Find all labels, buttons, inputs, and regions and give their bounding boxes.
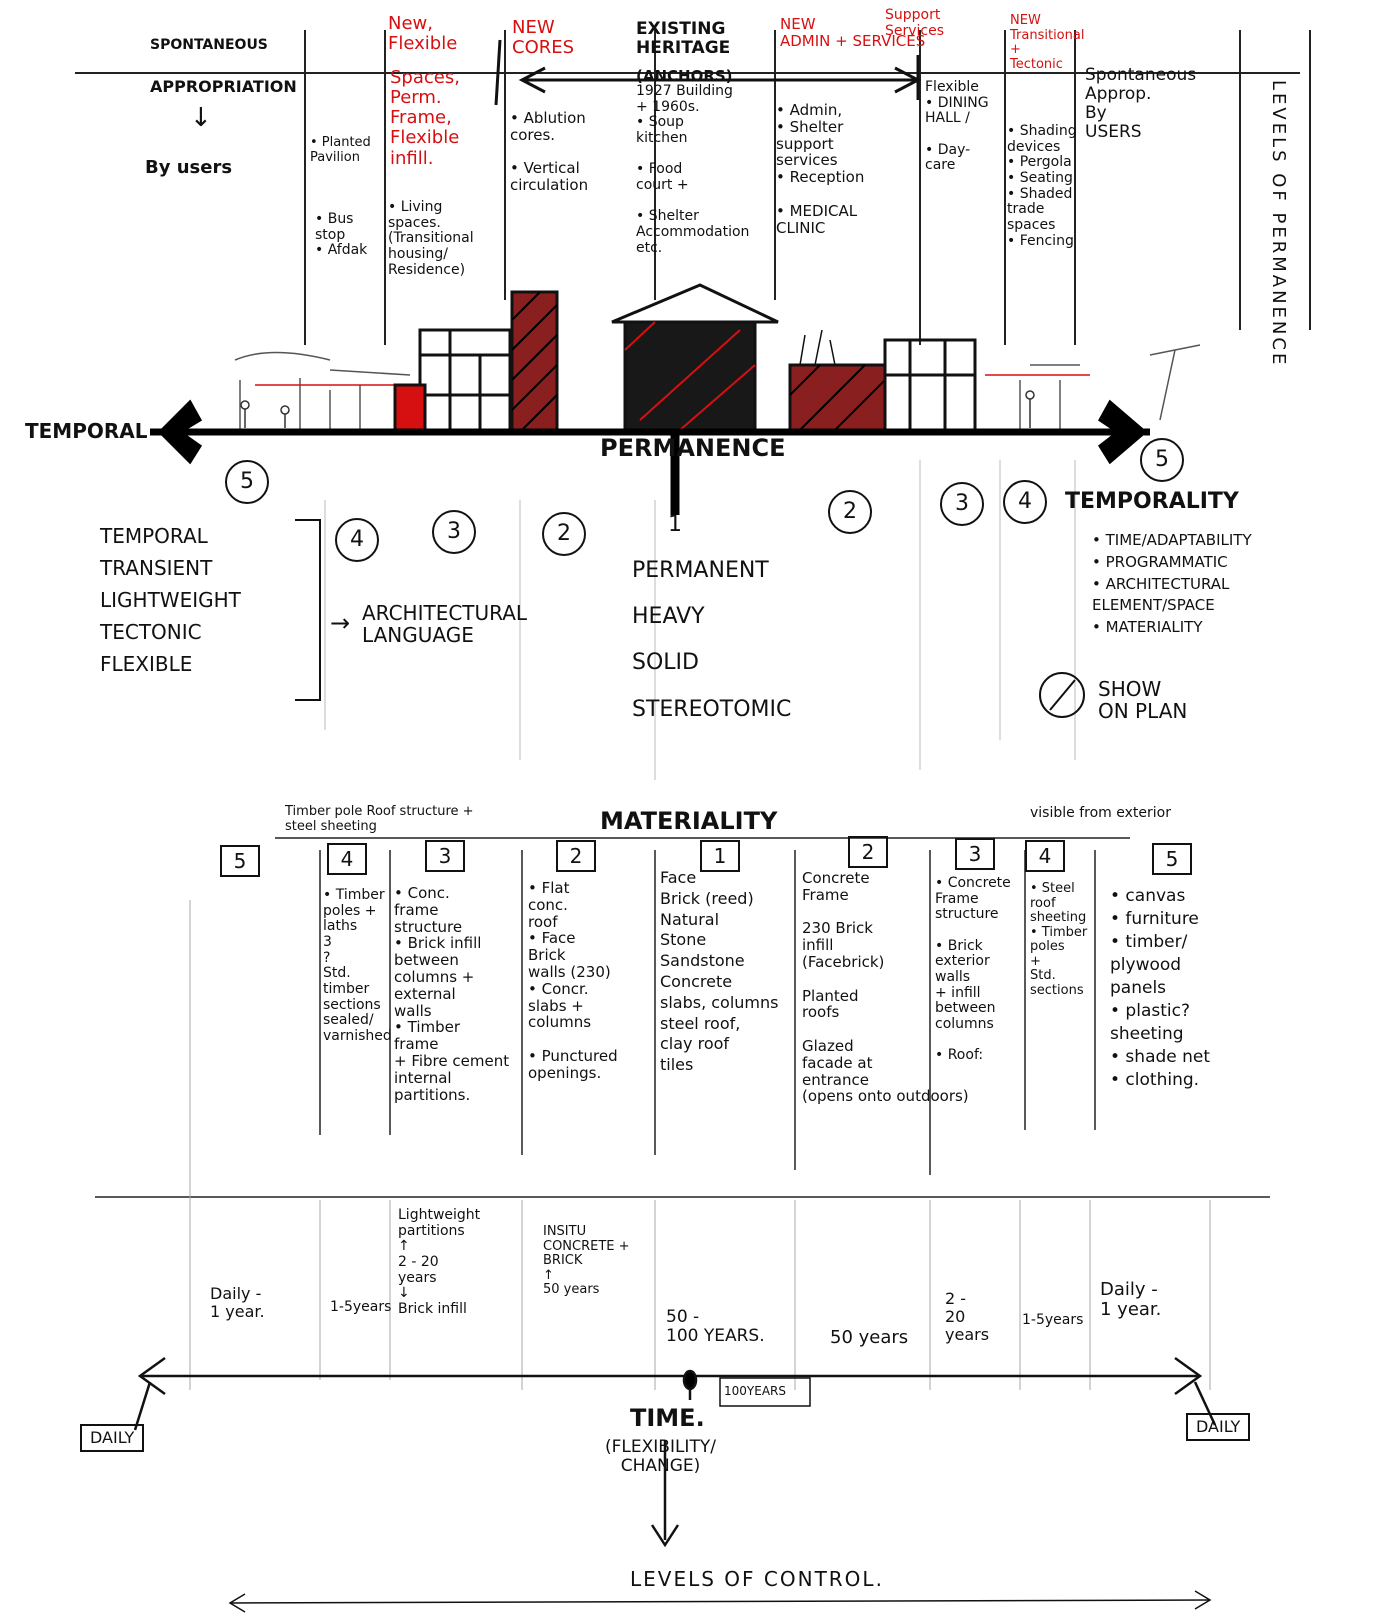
header-new-admin: NEW ADMIN + SERVICES	[780, 15, 926, 50]
by-users-label: By users	[145, 157, 233, 178]
program-living-spaces: • Living spaces. (Transitional housing/ …	[388, 199, 474, 278]
axis-permanence: PERMANENCE	[600, 434, 786, 462]
top-grid	[75, 30, 1311, 345]
appropriation-label: APPROPRIATION	[150, 77, 297, 96]
header-new-cores: NEW CORES	[512, 17, 575, 59]
duration-level-3-right: 2 - 20 years	[945, 1289, 990, 1344]
show-on-plan: SHOW ON PLAN	[1098, 677, 1188, 724]
appropriation-arrow: ↓	[190, 103, 212, 133]
permanence-axis	[150, 399, 1150, 515]
materiality-level-box: 5	[1152, 843, 1192, 875]
duration-level-2-right: 50 years	[830, 1327, 909, 1348]
time-title: TIME.	[630, 1404, 705, 1432]
materiality-col-4-right: • Steel roof sheeting • Timber poles + S…	[1030, 881, 1088, 998]
right-list: • TIME/ADAPTABILITY • PROGRAMMATIC • ARC…	[1092, 531, 1252, 636]
header-support-services: Support Services	[885, 7, 945, 39]
duration-100-years: 100YEARS	[724, 1384, 786, 1398]
header-existing-heritage: EXISTING HERITAGE	[636, 19, 731, 59]
materiality-level-box: 4	[327, 843, 367, 875]
axis-temporal: TEMPORAL	[25, 419, 148, 443]
architectural-language: ARCHITECTURAL LANGUAGE	[362, 601, 528, 648]
lower-grid	[324, 460, 1076, 780]
anchors-label: (ANCHORS)	[636, 67, 733, 85]
duration-level-4: 1-5years	[330, 1299, 392, 1315]
level-circle: 1	[668, 512, 682, 537]
left-list-arrow: →	[330, 609, 351, 637]
materiality-col-2-right: Concrete Frame 230 Brick infill (Facebri…	[802, 869, 969, 1106]
level-circle: 5	[225, 460, 269, 504]
buildings	[234, 283, 1201, 434]
time-daily-right: DAILY	[1186, 1413, 1251, 1441]
duration-level-2: INSITU CONCRETE + BRICK ↑ 50 years	[543, 1224, 630, 1298]
header-new-flexible: New, Flexible	[388, 13, 458, 55]
materiality-level-box: 2	[556, 840, 596, 872]
program-bus-stop: • Bus stop • Afdak	[315, 211, 368, 259]
program-dining-hall: Flexible • DINING HALL / • Day- care	[925, 79, 989, 174]
level-circle: 5	[1140, 438, 1184, 482]
materiality-col-4: • Timber poles + laths 3 ? Std. timber s…	[323, 887, 392, 1045]
level-circle: 3	[432, 510, 476, 554]
duration-level-4-right: 1-5years	[1022, 1312, 1084, 1328]
program-admin: • Admin, • Shelter support services • Re…	[776, 101, 865, 237]
materiality-col-3: • Conc. frame structure • Brick infill b…	[394, 884, 510, 1104]
materiality-col-1: Face Brick (reed) Natural Stone Sandston…	[660, 868, 779, 1075]
time-subtitle: (FLEXIBILITY/ CHANGE)	[605, 1437, 716, 1477]
materiality-level-box: 3	[425, 840, 465, 872]
materiality-level-box: 1	[700, 840, 740, 872]
header-spontaneous: SPONTANEOUS	[150, 37, 268, 53]
program-ablution-cores: • Ablution cores. • Vertical circulation	[510, 109, 589, 195]
duration-level-3: Lightweight partitions ↑ 2 - 20 years ↓ …	[398, 1207, 481, 1318]
level-circle: 2	[542, 512, 586, 556]
program-shading: • Shading devices • Pergola • Seating • …	[1007, 123, 1077, 249]
left-list: TEMPORAL TRANSIENT LIGHTWEIGHT TECTONIC …	[100, 524, 241, 676]
program-spontaneous: Spontaneous Approp. By USERS	[1085, 65, 1197, 143]
materiality-title: MATERIALITY	[600, 807, 778, 835]
header-arrow	[494, 39, 922, 106]
materiality-col-2: • Flat conc. roof • Face Brick walls (23…	[528, 879, 618, 1082]
duration-level-5-right: Daily - 1 year.	[1100, 1279, 1162, 1321]
materiality-level-box: 4	[1025, 840, 1065, 872]
levels-of-permanence-label: LEVELS OF PERMANENCE	[1268, 80, 1290, 368]
materiality-note-right: visible from exterior	[1030, 805, 1171, 821]
time-daily-left: DAILY	[80, 1424, 145, 1452]
materiality-level-box: 3	[955, 838, 995, 870]
materiality-level-box: 5	[220, 845, 260, 877]
level-circle: 2	[828, 490, 872, 534]
spaces-perm-frame: Spaces, Perm. Frame, Flexible infill.	[390, 67, 460, 169]
center-list: PERMANENT HEAVY SOLID STEREOTOMIC	[632, 558, 792, 722]
materiality-col-5-right: • canvas • furniture • timber/ plywood p…	[1110, 886, 1211, 1090]
level-circle: 4	[335, 518, 379, 562]
time-axis	[133, 1356, 1217, 1613]
program-heritage: 1927 Building + 1960s. • Soup kitchen • …	[636, 83, 750, 256]
header-new-transitional: NEW Transitional + Tectonic	[1010, 13, 1085, 72]
axis-temporality: TEMPORALITY	[1065, 489, 1239, 514]
materiality-col-3-right: • Concrete Frame structure • Brick exter…	[935, 875, 1011, 1064]
show-on-plan-mark	[1039, 672, 1085, 718]
program-planted-pavilion: • Planted Pavilion	[310, 135, 371, 165]
duration-level-1: 50 - 100 YEARS.	[666, 1307, 765, 1347]
materiality-note-left: Timber pole Roof structure + steel sheet…	[285, 804, 474, 834]
duration-level-5: Daily - 1 year.	[210, 1284, 265, 1321]
duration-grid	[189, 900, 1211, 1390]
left-list-bracket	[295, 519, 321, 701]
materiality-level-box: 2	[848, 836, 888, 868]
level-circle: 3	[940, 482, 984, 526]
level-circle: 4	[1003, 480, 1047, 524]
levels-of-control: LEVELS OF CONTROL.	[630, 1567, 884, 1591]
